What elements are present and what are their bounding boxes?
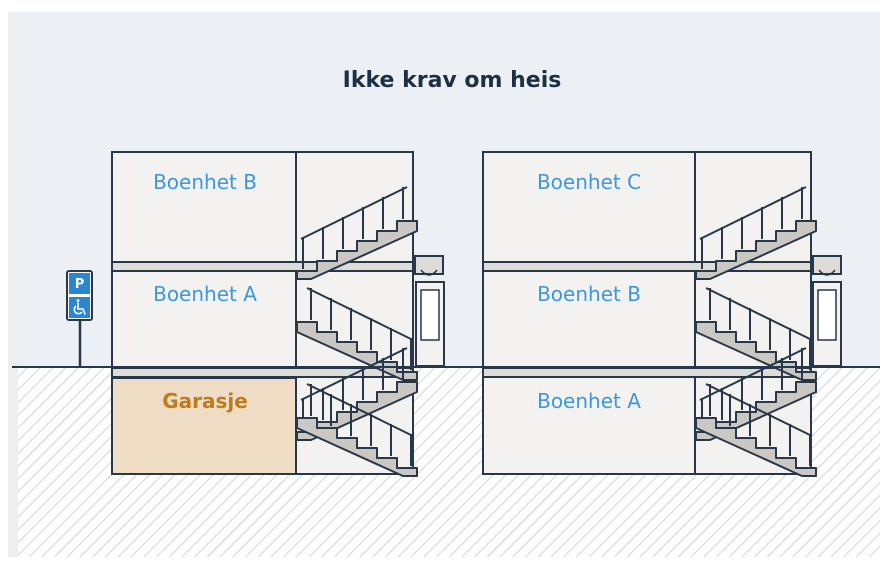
entrance-door-right [812,255,842,367]
unit-label-right-middle: Boenhet B [537,282,641,306]
accessible-icon [69,297,90,318]
building-right: Boenhet C Boenhet B Boenhet A [482,151,842,476]
unit-label-right-top: Boenhet C [537,170,641,194]
diagram-title: Ikke krav om heis [343,68,562,93]
wheelchair-icon [73,299,86,315]
unit-label-left-top: Boenhet B [153,170,257,194]
sign-parking-panel [69,273,90,294]
unit-label-left-middle: Boenhet A [153,282,257,306]
garage-label: Garasje [162,389,248,413]
left-margin [8,12,18,557]
building-right-walls [482,151,812,475]
entrance-door [414,255,445,367]
building-left: Boenhet B Boenhet A Garasje [111,151,445,476]
parking-sign: P [66,270,93,367]
unit-label-right-bottom: Boenhet A [537,389,641,413]
parking-letter: P [75,277,85,292]
